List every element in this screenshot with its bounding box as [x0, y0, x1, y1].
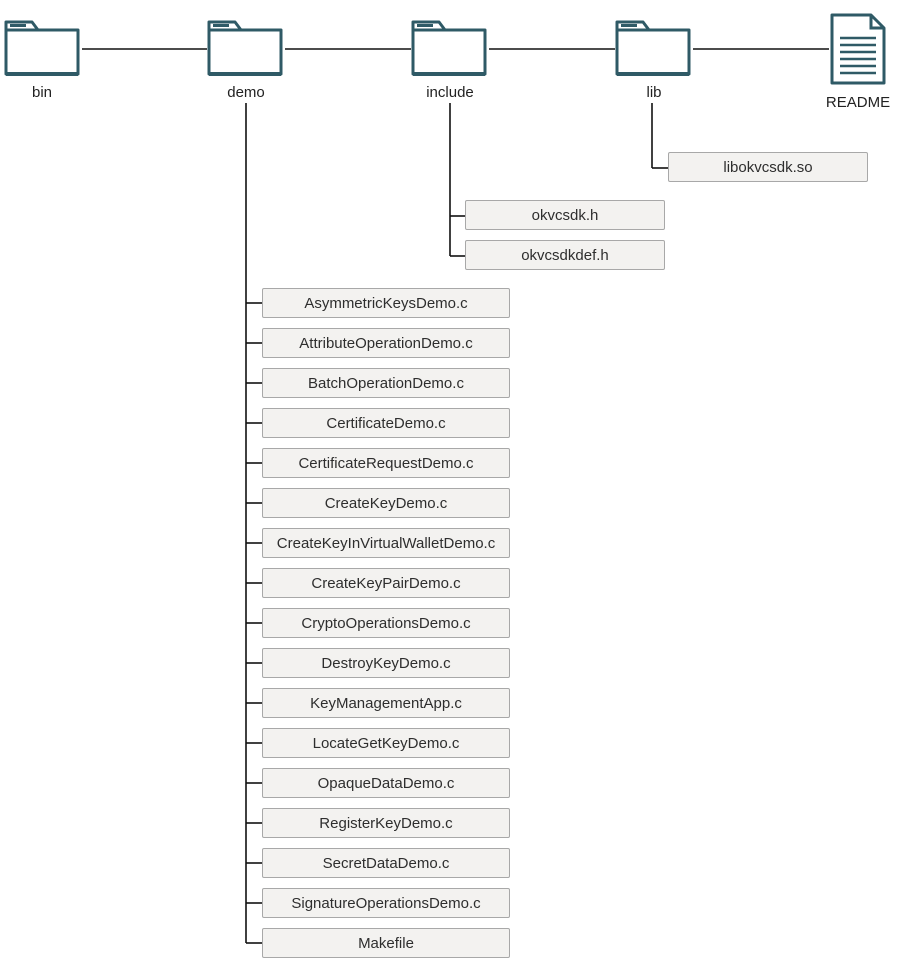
folder-label-bin: bin — [31, 84, 53, 101]
file-box[interactable]: LocateGetKeyDemo.c — [262, 728, 510, 758]
file-box[interactable]: CertificateDemo.c — [262, 408, 510, 438]
file-box[interactable]: AttributeOperationDemo.c — [262, 328, 510, 358]
folder-icon[interactable] — [207, 16, 285, 83]
file-box[interactable]: CreateKeyPairDemo.c — [262, 568, 510, 598]
file-box[interactable]: SignatureOperationsDemo.c — [262, 888, 510, 918]
file-box-okvcsdkdef-h[interactable]: okvcsdkdef.h — [465, 240, 665, 270]
file-box[interactable]: CertificateRequestDemo.c — [262, 448, 510, 478]
file-box[interactable]: KeyManagementApp.c — [262, 688, 510, 718]
file-box[interactable]: SecretDataDemo.c — [262, 848, 510, 878]
folder-label-demo: demo — [227, 84, 265, 101]
file-box-libokvcsdk-so[interactable]: libokvcsdk.so — [668, 152, 868, 182]
file-box[interactable]: CreateKeyDemo.c — [262, 488, 510, 518]
folder-icon[interactable] — [411, 16, 489, 83]
file-box[interactable]: CreateKeyInVirtualWalletDemo.c — [262, 528, 510, 558]
folder-icon[interactable] — [4, 16, 82, 83]
folder-label-lib: lib — [646, 84, 662, 101]
file-label-readme: README — [825, 94, 891, 111]
folder-icon[interactable] — [615, 16, 693, 83]
file-box[interactable]: DestroyKeyDemo.c — [262, 648, 510, 678]
file-box[interactable]: Makefile — [262, 928, 510, 958]
document-icon[interactable] — [829, 12, 887, 91]
file-box[interactable]: CryptoOperationsDemo.c — [262, 608, 510, 638]
folder-label-include: include — [426, 84, 474, 101]
file-box[interactable]: BatchOperationDemo.c — [262, 368, 510, 398]
file-box-okvcsdk-h[interactable]: okvcsdk.h — [465, 200, 665, 230]
file-box[interactable]: AsymmetricKeysDemo.c — [262, 288, 510, 318]
file-box[interactable]: OpaqueDataDemo.c — [262, 768, 510, 798]
file-box[interactable]: RegisterKeyDemo.c — [262, 808, 510, 838]
